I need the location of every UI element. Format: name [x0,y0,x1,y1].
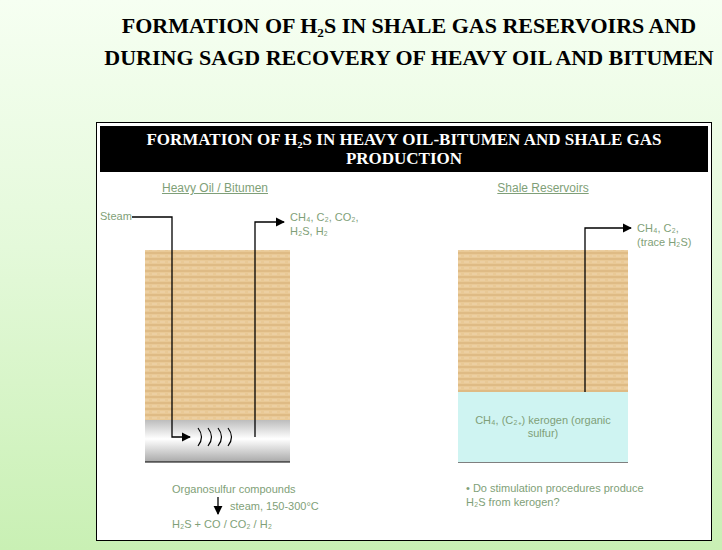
reactant-label: Organosulfur compounds [172,482,312,496]
question-note: • Do stimulation procedures produce H₂S … [466,481,666,509]
product-label: H₂S + CO / CO₂ / H₂ [172,517,322,531]
panel-heading: FORMATION OF H₂S IN HEAVY OIL-BITUMEN AN… [100,126,708,172]
slide-title: FORMATION OF H₂S IN SHALE GAS RESERVOIRS… [96,10,722,74]
shale-overburden [458,250,628,392]
kerogen-layer: CH₄, (C₂₊) kerogen (organic sulfur) [458,392,628,462]
bitumen-reservoir [145,250,290,420]
steam-wave [228,428,232,446]
producer-well [255,222,284,437]
column-heading: Heavy Oil / Bitumen [140,181,290,195]
condition-label: steam, 150-300°C [230,499,342,513]
layer-label: CH₄, (C₂₊) kerogen (organic sulfur) [470,414,616,440]
steam-chamber [145,420,290,462]
input-label: Steam [100,209,131,223]
panel-ground [96,122,712,541]
reaction-arrow [217,497,218,514]
steam-wave [198,428,202,446]
gas-products: CH₄, C₂, CO₂, H₂S, H₂ [290,210,366,238]
column-heading: Shale Reservoirs [468,181,618,195]
gas-products: CH₄, C₂, (trace H₂S) [637,221,707,249]
steam-wave [218,428,222,446]
steam-wave [208,428,212,446]
reservoir-base [145,461,290,462]
steam-injector [132,217,190,437]
shale-well [585,228,631,392]
